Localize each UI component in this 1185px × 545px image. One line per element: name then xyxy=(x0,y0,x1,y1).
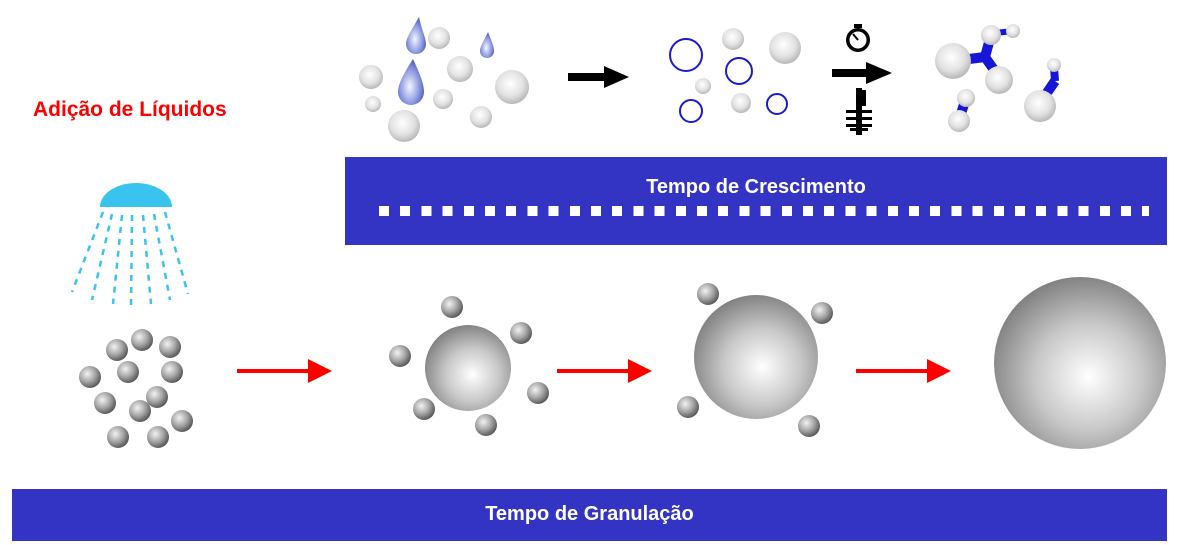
growth-arrow xyxy=(832,62,892,84)
stopwatch-icon xyxy=(846,24,870,52)
final-granule xyxy=(994,277,1166,449)
liquid-droplets-and-powder xyxy=(359,17,529,142)
granule-growth xyxy=(677,283,833,437)
droplet-icon xyxy=(406,17,426,54)
growth-time-title: Tempo de Crescimento xyxy=(646,176,866,198)
droplet-icon xyxy=(398,59,424,105)
wetted-particles xyxy=(669,28,801,123)
liquid-bridged-agglomerates xyxy=(935,24,1061,132)
granule-nucleation xyxy=(389,296,549,436)
granulation-time-band: Tempo de Granulação xyxy=(12,489,1167,541)
impeller-icon xyxy=(846,88,872,135)
granulation-time-title: Tempo de Granulação xyxy=(485,503,694,525)
liquid-addition-label: Adição de Líquidos xyxy=(33,98,227,121)
growth-time-band: Tempo de Crescimento xyxy=(345,157,1167,245)
droplet-icon xyxy=(480,32,494,58)
shower-head-icon xyxy=(70,183,190,307)
primary-particles-cluster xyxy=(79,329,193,448)
growth-arrow xyxy=(568,66,629,88)
growth-time-dotted-line xyxy=(379,206,1149,216)
